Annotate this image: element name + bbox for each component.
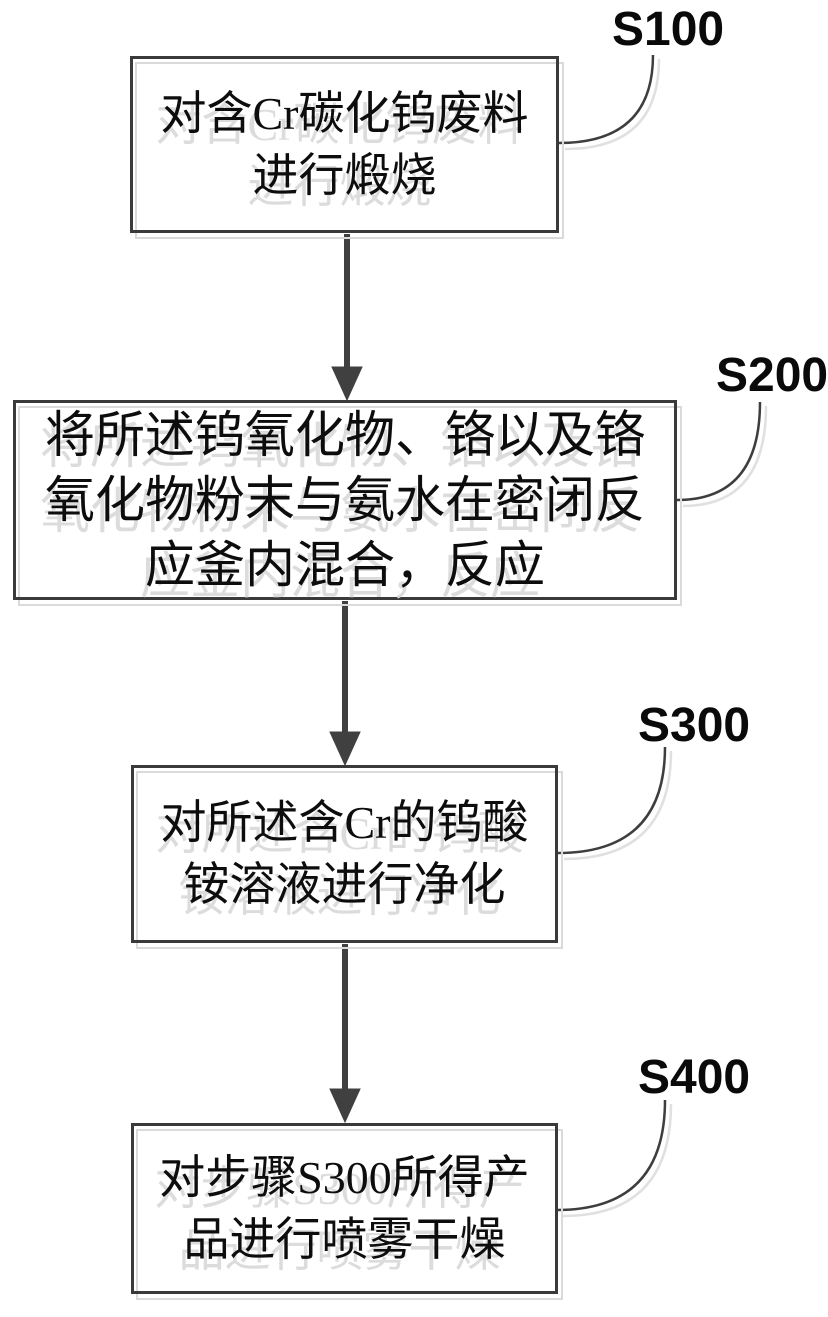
step-text-line: 铵溶液进行净化 <box>183 859 506 910</box>
label-curve-s300 <box>557 746 667 855</box>
step-text-line: 将所述钨氧化物、铬以及铬 <box>45 406 645 463</box>
step-box-s200-shadow <box>18 406 682 606</box>
step-text-line: 品进行喷雾干燥 <box>183 1213 506 1265</box>
step-box-s100: 对含Cr碳化钨废料 进行煅烧 <box>130 56 564 239</box>
step-text-line: 对含Cr碳化钨废料 <box>160 87 529 139</box>
step-label-s300: S300 <box>638 699 751 752</box>
step-label-s100: S100 <box>612 3 725 56</box>
step-box-s400-shadow <box>136 1129 563 1300</box>
flow-arrow-1 <box>331 234 363 402</box>
step-box-s300-frame: 对所述含Cr的钨酸 铵溶液进行净化 <box>131 765 558 943</box>
flow-arrow-3 <box>329 944 361 1124</box>
label-curve-s200 <box>676 401 762 502</box>
step-box-s200-frame: 将所述钨氧化物、铬以及铬 氧化物粉末与氨水在密闭反 应釜内混合，反应 <box>13 400 677 600</box>
step-box-s400-frame: 对步骤S300所得产 品进行喷雾干燥 <box>131 1123 558 1294</box>
step-text-line: 对步骤S300所得产 <box>159 1151 530 1203</box>
step-label-s400: S400 <box>638 1051 751 1104</box>
step-text-line: 应釜内混合，反应 <box>145 536 545 593</box>
step-text-line: 对所述含Cr的钨酸 <box>160 797 529 848</box>
flow-arrow-2 <box>329 601 361 767</box>
label-curve-s100 <box>558 54 655 145</box>
step-label-s200: S200 <box>716 349 828 402</box>
step-box-s100-frame: 对含Cr碳化钨废料 进行煅烧 <box>130 56 559 233</box>
step-box-s400: 对步骤S300所得产 品进行喷雾干燥 <box>131 1123 563 1300</box>
step-box-s200: 将所述钨氧化物、铬以及铬 氧化物粉末与氨水在密闭反 应釜内混合，反应 <box>13 400 682 606</box>
step-box-s100-shadow <box>135 62 564 239</box>
label-curve-shadows <box>562 58 768 1218</box>
step-box-s300: 对所述含Cr的钨酸 铵溶液进行净化 <box>131 765 563 949</box>
step-text-line: 氧化物粉末与氨水在密闭反 <box>45 471 645 528</box>
step-box-s300-shadow <box>136 771 563 949</box>
step-text-line: 进行煅烧 <box>252 149 437 201</box>
label-curve-s400 <box>556 1099 667 1212</box>
